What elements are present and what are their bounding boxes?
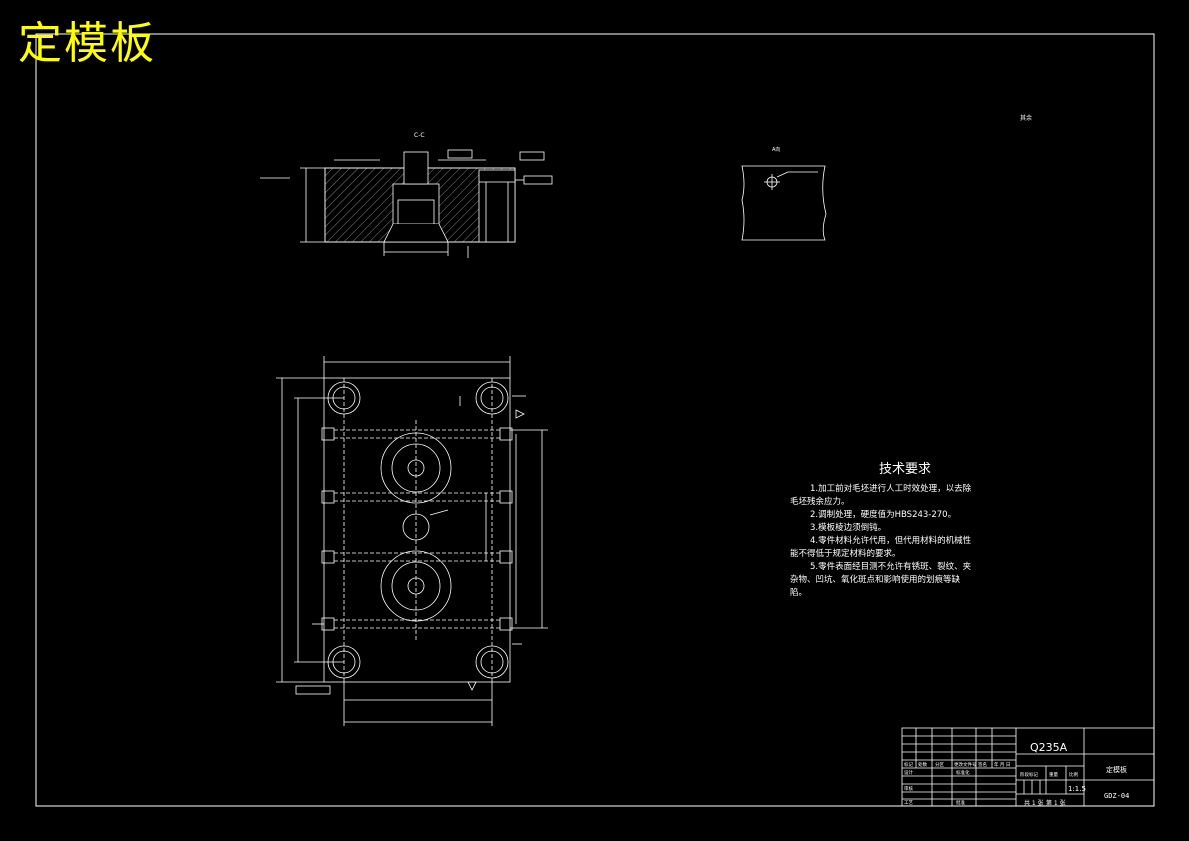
tech-requirements: 技术要求 1.加工前对毛坯进行人工时效处理，以去除毛坯残余应力。 2.调制处理，硬…: [790, 458, 1020, 600]
label-zone: 分区: [935, 761, 944, 768]
material-value: Q235A: [1030, 741, 1068, 754]
title-block: [901, 727, 1155, 807]
tech-requirement-line: 2.调制处理，硬度值为HBS243-270。: [810, 510, 957, 520]
tech-requirement-line: 杂物、凹坑、氧化斑点和影响使用的划痕等缺: [790, 575, 961, 585]
tech-requirement-line: 陷。: [790, 588, 808, 598]
tech-requirement-line: 4.零件材料允许代用，但代用材料的机械性: [810, 536, 972, 546]
label-check: 审核: [904, 785, 913, 792]
label-scale: 比例: [1069, 771, 1078, 778]
sheet-total-value: 共 1 张: [1024, 800, 1044, 807]
label-weight: 重量: [1049, 771, 1058, 778]
detail-view-label: A向: [772, 146, 780, 153]
label-mark: 标记: [904, 761, 913, 768]
sheet-number-value: 第 1 张: [1046, 800, 1066, 807]
label-date: 年 月 日: [994, 761, 1010, 768]
label-process: 工艺: [904, 800, 913, 806]
section-view-label: C-C: [414, 132, 425, 139]
tech-requirement-line: 3.模板棱边须倒钝。: [810, 523, 887, 533]
label-change-doc: 更改文件号: [954, 761, 977, 768]
tech-requirements-heading: 技术要求: [878, 462, 931, 477]
label-count: 处数: [918, 761, 927, 768]
scale-value: 1:1.5: [1068, 785, 1086, 793]
drawing-number-value: GDZ-04: [1104, 792, 1130, 800]
label-design: 设计: [904, 769, 913, 776]
tech-requirement-line: 能不得低于规定材料的要求。: [790, 549, 901, 559]
tech-requirement-line: 5.零件表面经目测不允许有锈斑、裂纹、夹: [810, 562, 972, 572]
label-approve: 批准: [956, 799, 965, 806]
drawing-title: 定模板: [18, 18, 156, 69]
detail-view-a: A向: [741, 146, 827, 241]
roughness-note: 其余: [1020, 114, 1032, 122]
label-standardize: 标准化: [956, 769, 970, 776]
tech-requirements-list: 1.加工前对毛坯进行人工时效处理，以去除毛坯残余应力。 2.调制处理，硬度值为HB…: [790, 483, 1020, 600]
part-name-value: 定模板: [1106, 766, 1127, 774]
drawing-border: [35, 33, 1155, 807]
tech-requirement-line: 1.加工前对毛坯进行人工时效处理，以去除: [810, 484, 972, 494]
section-view-cc: C-C: [260, 132, 553, 258]
label-stage-mark: 阶段标记: [1020, 771, 1038, 778]
tech-requirement-line: 毛坯残余应力。: [790, 497, 850, 507]
plan-view: [276, 356, 548, 726]
label-signature: 签名: [978, 761, 987, 768]
title-block-labels: 标记 处数 分区 更改文件号 签名 年 月 日 设计 标准化 审核 工艺 批准 …: [904, 761, 1078, 806]
